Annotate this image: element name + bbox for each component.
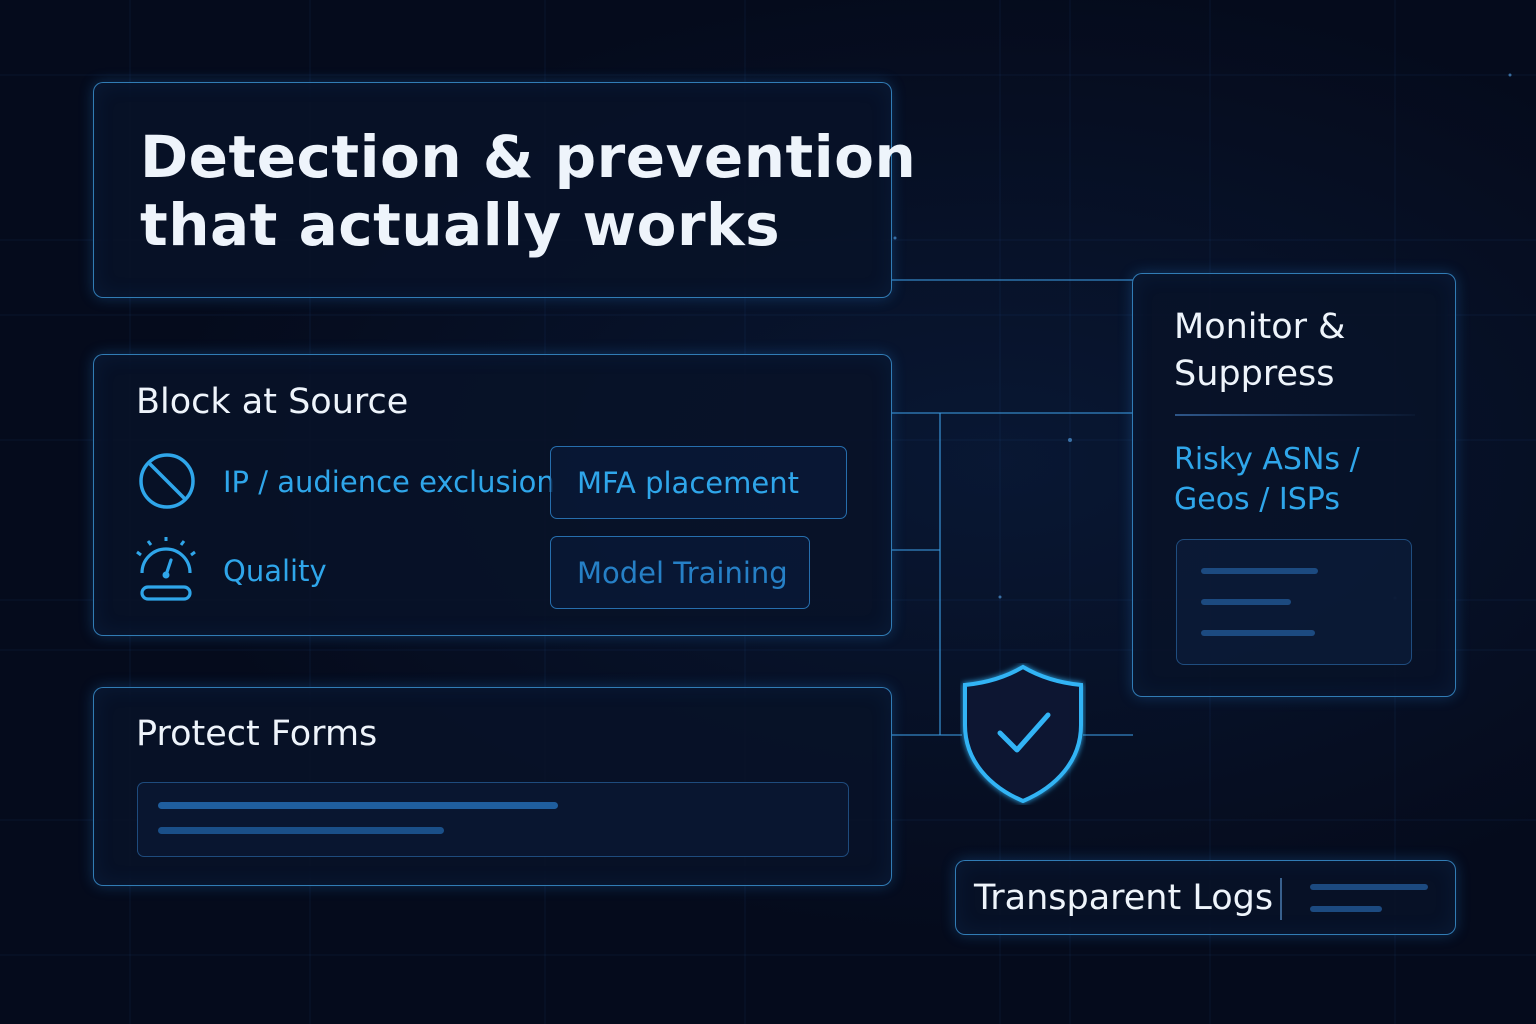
risky-asns-line-1: Risky ASNs / xyxy=(1174,442,1360,477)
model-training-chip[interactable]: Model Training xyxy=(550,536,810,609)
logs-line-2 xyxy=(1310,906,1382,912)
monitor-suppress-title-line-2: Suppress xyxy=(1174,354,1335,394)
protect-forms-panel: Protect Forms xyxy=(93,687,892,886)
protect-forms-title: Protect Forms xyxy=(136,714,378,754)
quality-label: Quality xyxy=(223,554,327,588)
monitor-list-line-2 xyxy=(1201,599,1291,605)
monitor-divider xyxy=(1175,414,1415,416)
gauge-icon xyxy=(136,537,196,601)
form-line-1 xyxy=(158,802,558,809)
page-title-line-2: that actually works xyxy=(140,191,781,259)
logs-line-1 xyxy=(1310,884,1428,890)
block-at-source-title: Block at Source xyxy=(136,382,409,422)
block-at-source-panel: Block at Source IP / audience exclusion … xyxy=(93,354,892,636)
risky-asns-line-2: Geos / ISPs xyxy=(1174,482,1340,517)
ip-audience-exclusion-label: IP / audience exclusion xyxy=(223,465,555,499)
monitor-list-line-1 xyxy=(1201,568,1318,574)
mfa-placement-chip[interactable]: MFA placement xyxy=(550,446,847,519)
logs-divider xyxy=(1280,878,1282,920)
monitor-list-line-3 xyxy=(1201,630,1315,636)
shield-check-icon xyxy=(963,664,1083,804)
transparent-logs-label: Transparent Logs xyxy=(974,878,1274,918)
monitor-suppress-title-line-1: Monitor & xyxy=(1174,307,1346,347)
prohibited-icon xyxy=(139,453,195,509)
transparent-logs-panel[interactable]: Transparent Logs xyxy=(955,860,1456,935)
monitor-suppress-panel: Monitor & Suppress Risky ASNs / Geos / I… xyxy=(1132,273,1456,697)
form-line-2 xyxy=(158,827,444,834)
page-title-line-1: Detection & prevention xyxy=(140,123,917,191)
header-panel: Detection & prevention that actually wor… xyxy=(93,82,916,298)
monitor-list-card xyxy=(1176,539,1412,665)
form-field-placeholder[interactable] xyxy=(137,782,849,857)
